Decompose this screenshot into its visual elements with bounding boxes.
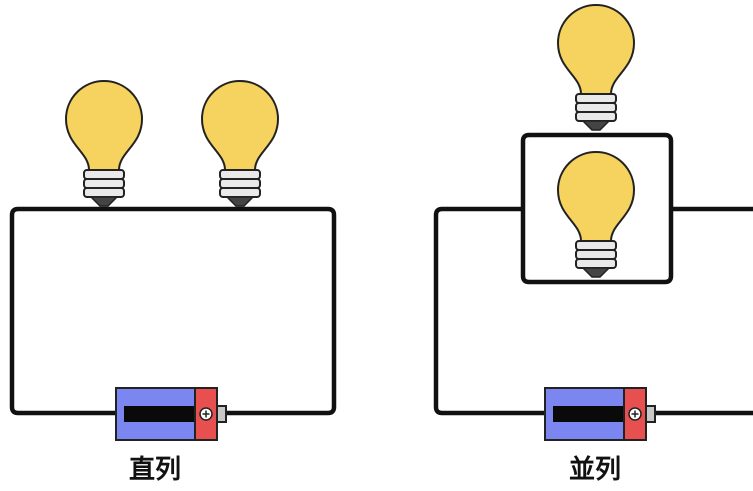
parallel-circuit bbox=[433, 4, 753, 441]
series-battery-icon bbox=[115, 387, 227, 441]
caption-parallel: 並列 bbox=[568, 455, 621, 485]
parallel-branch-loop bbox=[520, 132, 674, 285]
parallel-battery-icon bbox=[544, 387, 656, 441]
parallel-main-wire bbox=[433, 206, 753, 416]
series-bulb-1-icon bbox=[65, 80, 143, 207]
series-circuit bbox=[9, 80, 337, 441]
parallel-bulb-middle-icon bbox=[557, 151, 635, 278]
series-bulb-2-icon bbox=[201, 80, 279, 207]
caption-series: 直列 bbox=[128, 455, 181, 485]
series-wire bbox=[9, 206, 337, 416]
parallel-bulb-top-icon bbox=[557, 4, 635, 131]
